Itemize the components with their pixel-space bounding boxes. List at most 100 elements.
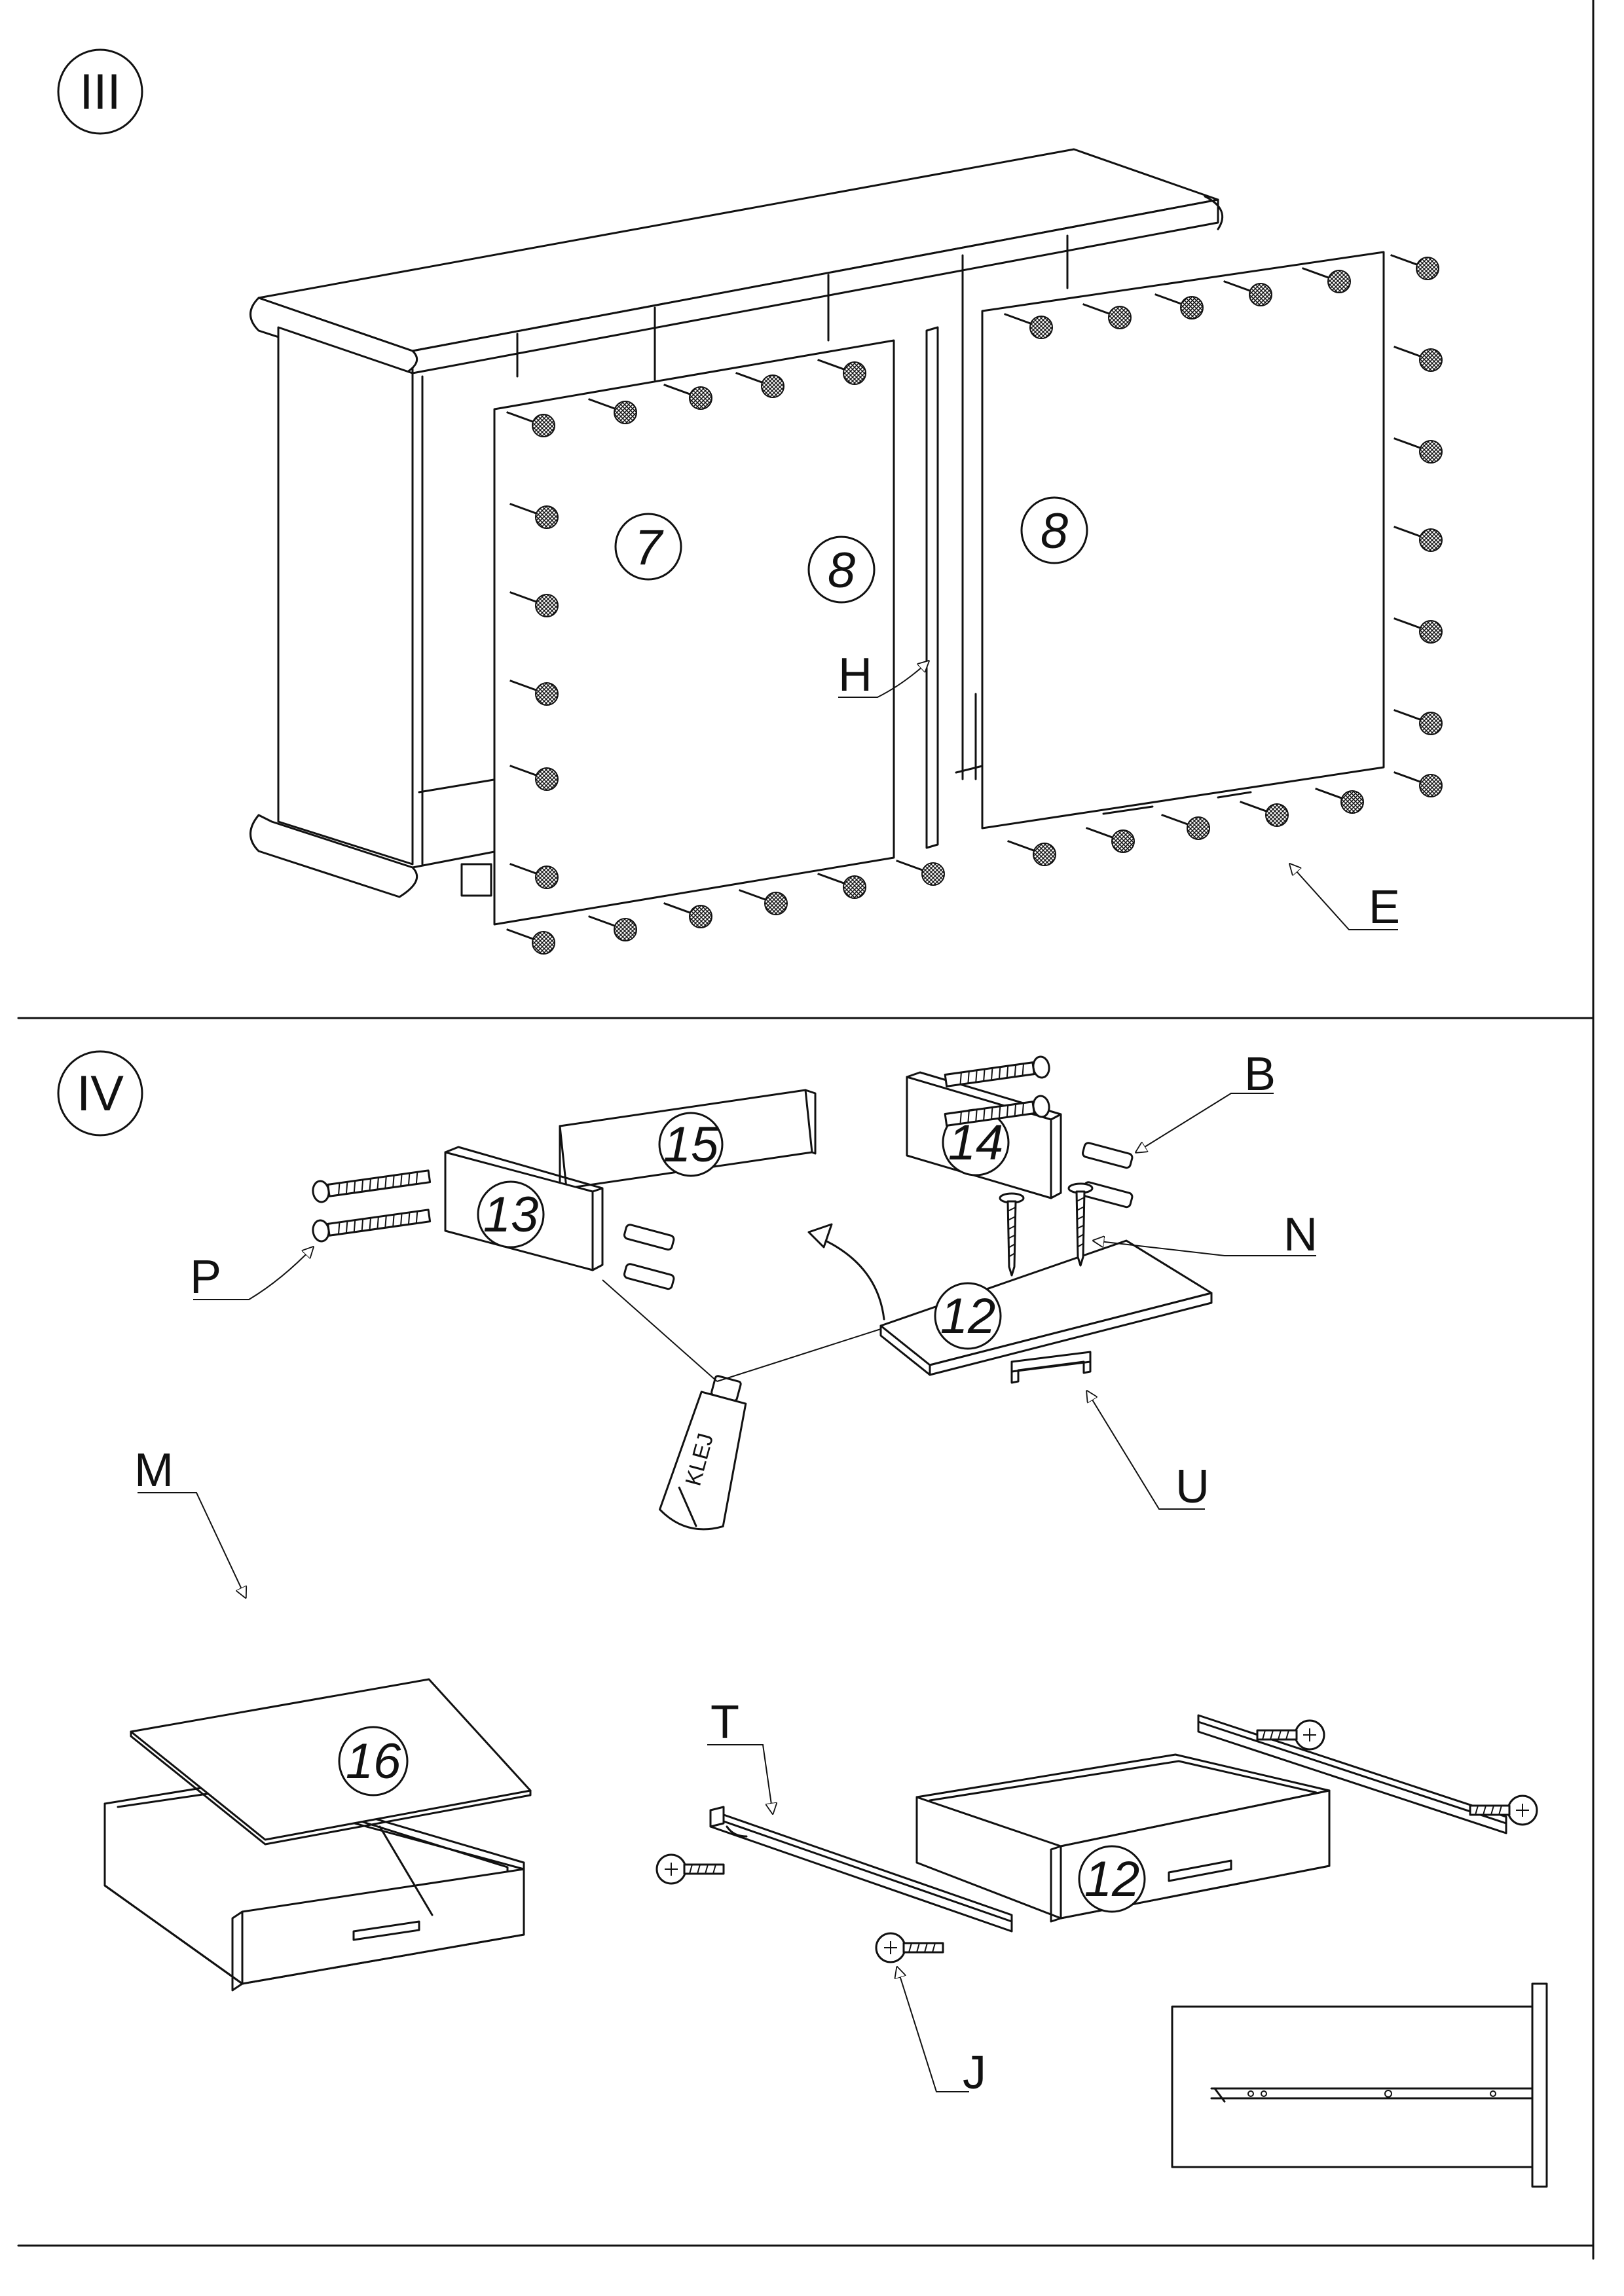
label-b: B <box>1244 1048 1276 1101</box>
cam-bolts-p <box>312 1169 432 1243</box>
cabinet-left-side <box>277 326 414 866</box>
part-13-badge <box>477 1180 545 1248</box>
glue-bottle: KLEJ <box>659 1375 747 1531</box>
handle-h <box>925 326 939 849</box>
door-panel-7 <box>493 339 895 926</box>
screw-icon <box>1393 437 1443 464</box>
screw-icon <box>1393 346 1443 372</box>
leader-e <box>1290 864 1398 930</box>
leader-p <box>193 1247 313 1300</box>
label-u: U <box>1175 1461 1209 1513</box>
label-m: M <box>134 1444 174 1497</box>
part-13-label: 13 <box>483 1187 539 1243</box>
screw-icon <box>1240 801 1289 827</box>
screw-icon <box>509 765 559 791</box>
screw-icon <box>509 863 559 889</box>
screw-icon <box>1082 303 1132 329</box>
screw-icon <box>1393 526 1443 552</box>
drawer-box-12: 12 <box>915 1753 1331 1923</box>
drawer-side-panel-14: 14 <box>906 1071 1062 1199</box>
drawer-box-handle <box>1168 1859 1232 1882</box>
screw-icon <box>588 398 637 424</box>
door-panel-8 <box>981 251 1385 829</box>
drawer-handle-u <box>1010 1351 1092 1384</box>
screw-icon <box>1086 827 1135 853</box>
step-3-number: III <box>79 64 120 120</box>
leader-h <box>838 661 929 698</box>
screw-icon <box>739 889 788 915</box>
cabinet-base-rounded-end <box>249 814 418 898</box>
screw-icon <box>1154 293 1204 319</box>
cabinet-foot <box>460 863 492 897</box>
drawer-back-panel-15: 15 <box>559 1089 817 1190</box>
part-8-badge-left <box>807 536 876 604</box>
leader-b <box>1136 1093 1274 1152</box>
part-16-label: 16 <box>346 1734 401 1789</box>
label-p: P <box>190 1251 221 1303</box>
part-15-badge <box>658 1112 724 1177</box>
part-7-label: 7 <box>635 520 664 575</box>
part-8-label-right: 8 <box>1041 503 1068 559</box>
part-8-label-left: 8 <box>828 543 855 598</box>
screw-icon <box>1007 840 1056 866</box>
screw-icon <box>663 384 712 410</box>
screw-icon <box>509 503 559 529</box>
step-3-section: III <box>57 48 1443 955</box>
drawer-runner-right <box>1197 1714 1538 1834</box>
screw-icon <box>817 359 866 385</box>
screw-icon <box>1393 709 1443 735</box>
screw-icon <box>1393 617 1443 644</box>
label-e: E <box>1369 881 1400 934</box>
hinge-screws-door-7 <box>506 359 945 955</box>
sideboard-cabinet <box>249 148 1224 898</box>
screw-icon <box>735 372 784 398</box>
leader-m <box>138 1492 246 1597</box>
leader-t <box>707 1744 773 1813</box>
step-4-badge <box>57 1050 143 1137</box>
part-12-label-bottom: 12 <box>1084 1851 1140 1907</box>
screw-icon <box>1302 267 1351 293</box>
cam-bolts-b-side <box>944 1055 1050 1127</box>
drawer-side-panel-13: 13 <box>444 1146 604 1271</box>
screw-icon <box>663 902 712 928</box>
leader-u <box>1087 1391 1205 1510</box>
screw-icon <box>817 873 866 899</box>
part-8-badge-right <box>1020 496 1088 564</box>
drawer-runner-left <box>709 1806 1013 1933</box>
screw-icon <box>896 860 945 886</box>
label-t: T <box>710 1696 739 1749</box>
runner-detail-inset <box>1171 1982 1548 2188</box>
step-4-section: IV 15 13 14 12 <box>57 1048 1548 2188</box>
screws-n <box>999 1182 1094 1277</box>
part-16-badge <box>338 1726 409 1796</box>
rotate-arrow <box>817 1236 885 1321</box>
label-j: J <box>963 2047 986 2099</box>
part-12-badge-top <box>934 1282 1002 1350</box>
step-3-badge <box>57 48 143 135</box>
label-h: H <box>838 649 872 701</box>
drawer-front-handle <box>352 1920 420 1941</box>
drawer-front-panel-12: 12 <box>879 1239 1213 1376</box>
runner-screws-left <box>655 1853 944 1963</box>
screw-icon <box>1004 313 1053 339</box>
label-n: N <box>1283 1209 1318 1261</box>
cabinet-top-right-end <box>1204 195 1224 230</box>
drawer-with-bottom-16: 16 <box>103 1678 532 1992</box>
part-15-label: 15 <box>663 1117 719 1173</box>
leader-j <box>897 1967 969 2092</box>
screw-icon <box>1223 280 1272 306</box>
screw-icon <box>1393 771 1443 797</box>
step-4-number: IV <box>77 1066 124 1121</box>
screw-icon <box>506 411 555 437</box>
screw-icon <box>506 928 555 955</box>
leader-n <box>1094 1241 1316 1256</box>
part-12-label-top: 12 <box>940 1288 996 1344</box>
hinge-screws-door-8 <box>1004 254 1443 866</box>
wooden-dowels <box>623 1142 1134 1290</box>
screw-icon <box>509 591 559 617</box>
screw-icon <box>588 915 637 941</box>
screw-icon <box>509 680 559 706</box>
part-12-badge-bottom <box>1078 1845 1146 1913</box>
screw-icon <box>1315 788 1364 814</box>
